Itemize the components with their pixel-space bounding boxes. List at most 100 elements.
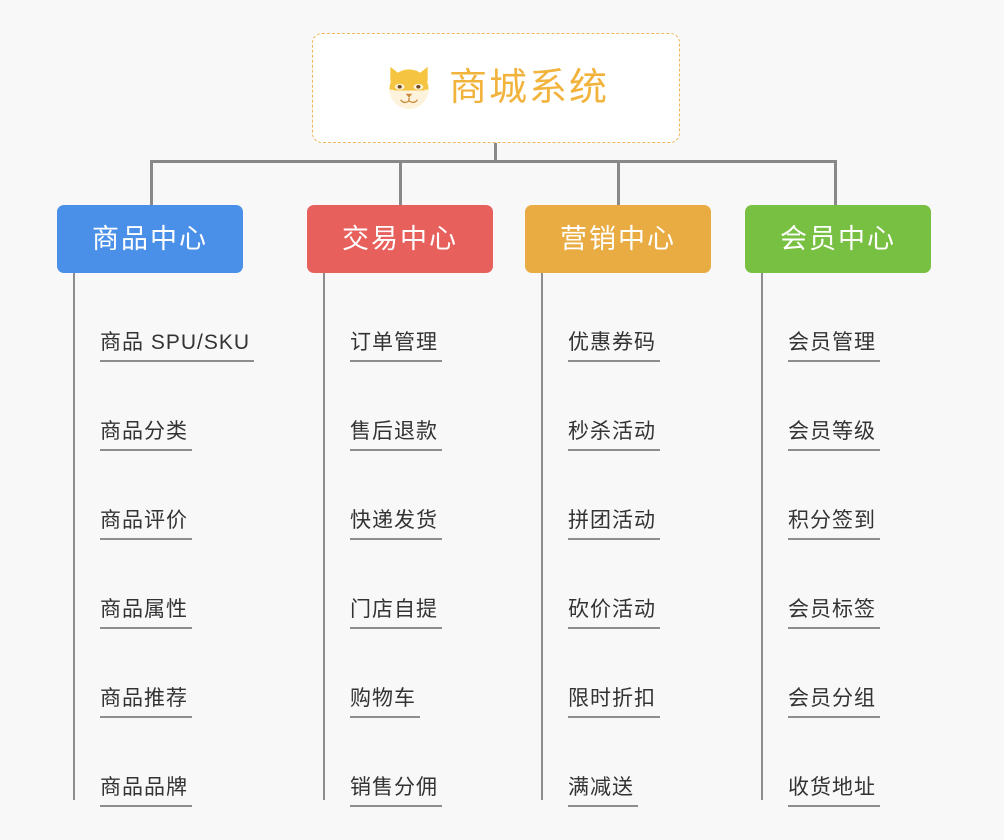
category-box-marketing[interactable]: 营销中心 <box>525 205 711 273</box>
leaf-item-underline: 拼团活动 <box>568 508 660 540</box>
connector-drop-4 <box>834 160 837 205</box>
category-label: 商品中心 <box>92 223 208 254</box>
branch-column-member: 会员管理会员等级积分签到会员标签会员分组收货地址 <box>745 273 985 807</box>
leaf-item-label: 优惠券码 <box>568 330 656 354</box>
root-title: 商城系统 <box>448 67 609 109</box>
leaf-item-underline: 会员标签 <box>788 598 880 629</box>
leaf-item[interactable]: 优惠券码 <box>541 273 765 362</box>
leaf-item-underline: 商品评价 <box>100 508 192 540</box>
leaf-item-label: 销售分佣 <box>350 775 438 799</box>
leaf-item-label: 限时折扣 <box>568 686 656 710</box>
leaf-item[interactable]: 快递发货 <box>323 451 547 540</box>
leaf-item-underline: 商品属性 <box>100 597 192 629</box>
leaf-item[interactable]: 秒杀活动 <box>541 362 765 451</box>
leaf-item-underline: 收货地址 <box>788 775 880 807</box>
leaf-list: 订单管理售后退款快递发货门店自提购物车销售分佣 <box>323 273 547 807</box>
leaf-item-underline: 会员管理 <box>788 330 880 362</box>
leaf-item[interactable]: 订单管理 <box>323 273 547 362</box>
leaf-item-underline: 商品品牌 <box>100 775 192 807</box>
leaf-item[interactable]: 积分签到 <box>761 451 985 540</box>
leaf-item[interactable]: 销售分佣 <box>323 718 547 807</box>
leaf-item[interactable]: 商品品牌 <box>73 718 297 807</box>
leaf-item-underline: 商品推荐 <box>100 686 192 718</box>
category-label: 营销中心 <box>560 223 676 254</box>
leaf-item-label: 会员管理 <box>788 330 876 354</box>
leaf-item[interactable]: 会员分组 <box>761 629 985 718</box>
connector-horizontal-bus <box>150 160 834 163</box>
category-box-trade[interactable]: 交易中心 <box>307 205 493 273</box>
leaf-item-label: 积分签到 <box>788 508 876 532</box>
root-node-mall-system[interactable]: 商城系统 <box>312 33 680 143</box>
leaf-item[interactable]: 商品分类 <box>73 362 297 451</box>
leaf-item-underline: 销售分佣 <box>350 775 442 807</box>
leaf-item-underline: 订单管理 <box>350 330 442 362</box>
leaf-item-underline: 门店自提 <box>350 597 442 629</box>
connector-drop-3 <box>617 160 620 205</box>
leaf-item[interactable]: 砍价活动 <box>541 540 765 629</box>
leaf-item-label: 售后退款 <box>350 419 438 443</box>
leaf-item[interactable]: 商品评价 <box>73 451 297 540</box>
leaf-item[interactable]: 商品推荐 <box>73 629 297 718</box>
leaf-item-label: 商品推荐 <box>100 686 188 710</box>
leaf-item[interactable]: 拼团活动 <box>541 451 765 540</box>
leaf-item-label: 满减送 <box>568 775 634 799</box>
leaf-item-underline: 砍价活动 <box>568 597 660 629</box>
leaf-item[interactable]: 限时折扣 <box>541 629 765 718</box>
connector-drop-2 <box>399 160 402 205</box>
leaf-item-label: 会员分组 <box>788 686 876 710</box>
leaf-item-label: 门店自提 <box>350 597 438 621</box>
branch-spine <box>323 273 325 800</box>
leaf-item-underline: 满减送 <box>568 775 638 807</box>
leaf-item[interactable]: 会员等级 <box>761 362 985 451</box>
branch-column-marketing: 优惠券码秒杀活动拼团活动砍价活动限时折扣满减送 <box>525 273 765 807</box>
leaf-item-underline: 会员等级 <box>788 419 880 451</box>
leaf-list: 优惠券码秒杀活动拼团活动砍价活动限时折扣满减送 <box>541 273 765 807</box>
leaf-item[interactable]: 购物车 <box>323 629 547 718</box>
leaf-item-label: 商品评价 <box>100 508 188 532</box>
leaf-item-label: 商品分类 <box>100 419 188 443</box>
leaf-item-underline: 会员分组 <box>788 686 880 718</box>
leaf-item-label: 快递发货 <box>350 508 438 532</box>
connector-drop-1 <box>150 160 153 205</box>
leaf-item-label: 砍价活动 <box>568 597 656 621</box>
leaf-item-underline: 商品分类 <box>100 419 192 451</box>
leaf-item-underline: 优惠券码 <box>568 330 660 362</box>
leaf-item-label: 拼团活动 <box>568 508 656 532</box>
leaf-item-underline: 积分签到 <box>788 508 880 540</box>
category-label: 会员中心 <box>780 223 896 254</box>
category-box-product[interactable]: 商品中心 <box>57 205 243 273</box>
leaf-item-underline: 快递发货 <box>350 508 442 540</box>
branch-spine <box>761 273 763 800</box>
leaf-item-label: 收货地址 <box>788 775 876 799</box>
leaf-item-underline: 购物车 <box>350 686 420 718</box>
leaf-item[interactable]: 门店自提 <box>323 540 547 629</box>
leaf-item-label: 商品 SPU/SKU <box>100 330 251 354</box>
leaf-item[interactable]: 商品 SPU/SKU <box>73 273 297 362</box>
leaf-item[interactable]: 收货地址 <box>761 718 985 807</box>
branch-column-trade: 订单管理售后退款快递发货门店自提购物车销售分佣 <box>307 273 547 807</box>
leaf-item-label: 商品属性 <box>100 597 188 621</box>
leaf-item-underline: 限时折扣 <box>568 686 660 718</box>
leaf-item[interactable]: 售后退款 <box>323 362 547 451</box>
leaf-list: 会员管理会员等级积分签到会员标签会员分组收货地址 <box>761 273 985 807</box>
leaf-item[interactable]: 会员管理 <box>761 273 985 362</box>
leaf-item-label: 购物车 <box>350 686 416 710</box>
category-box-member[interactable]: 会员中心 <box>745 205 931 273</box>
leaf-item-underline: 商品 SPU/SKU <box>100 330 255 362</box>
leaf-item-label: 秒杀活动 <box>568 419 656 443</box>
leaf-item-label: 会员等级 <box>788 419 876 443</box>
leaf-item-underline: 售后退款 <box>350 419 442 451</box>
category-label: 交易中心 <box>342 223 458 254</box>
leaf-item-label: 商品品牌 <box>100 775 188 799</box>
leaf-item[interactable]: 满减送 <box>541 718 765 807</box>
branch-spine <box>73 273 75 800</box>
leaf-item[interactable]: 会员标签 <box>761 540 985 629</box>
shiba-dog-icon <box>389 66 429 110</box>
leaf-list: 商品 SPU/SKU 商品分类商品评价商品属性商品推荐商品品牌 <box>73 273 297 807</box>
leaf-item-underline: 秒杀活动 <box>568 419 660 451</box>
connector-root-vertical <box>494 143 497 162</box>
branch-spine <box>541 273 543 800</box>
leaf-item-label: 订单管理 <box>350 330 438 354</box>
leaf-item[interactable]: 商品属性 <box>73 540 297 629</box>
